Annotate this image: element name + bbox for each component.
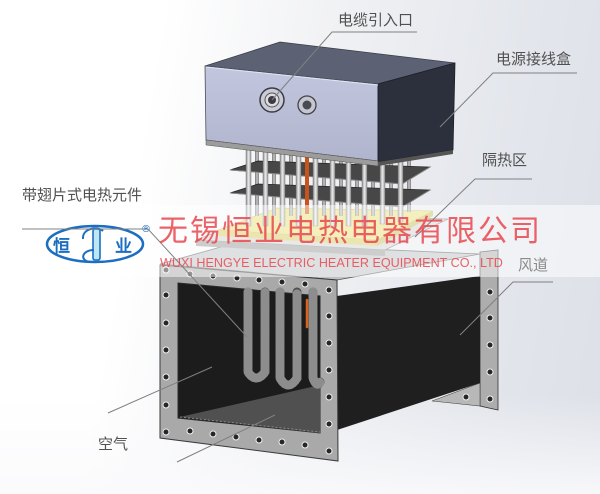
label-air: 空气 xyxy=(98,435,129,453)
heating-element-accent-rod xyxy=(305,150,309,214)
leader-air-1 xyxy=(107,366,213,414)
logo-char-right: 业 xyxy=(115,237,132,257)
duct-back-flange-ledge xyxy=(431,382,481,407)
cable-inlet-secondary xyxy=(297,95,317,115)
duct-side-panel xyxy=(337,276,480,430)
leader-insulation-zone xyxy=(414,178,532,238)
logo-char-left: 恒 xyxy=(53,236,70,257)
leader-air-2 xyxy=(176,414,276,463)
finned-heating-element xyxy=(229,146,432,227)
air-duct-front xyxy=(159,264,494,462)
leader-junction-box xyxy=(439,72,577,128)
leader-cable-inlet xyxy=(271,31,417,101)
label-insulation-zone: 隔热区 xyxy=(482,151,528,169)
duct-floor xyxy=(180,385,320,433)
label-junction-box: 电源接线盒 xyxy=(496,50,572,68)
leader-lines xyxy=(22,31,577,463)
flange-bolt-holes xyxy=(162,266,494,455)
leader-air-duct xyxy=(459,281,553,336)
leader-finned-element xyxy=(22,228,248,338)
finned-heating-coils xyxy=(243,287,325,390)
label-air-duct: 风道 xyxy=(518,256,549,274)
watermark-company-en: WUXI HENGYE ELECTRIC HEATER EQUIPMENT CO… xyxy=(160,256,503,270)
label-cable-inlet: 电缆引入口 xyxy=(338,11,414,29)
label-finned-heating-element: 带翅片式电热元件 xyxy=(22,186,143,204)
watermark-company-cn: 无锡恒业电热电器有限公司 xyxy=(158,214,542,249)
power-junction-box xyxy=(204,41,456,167)
